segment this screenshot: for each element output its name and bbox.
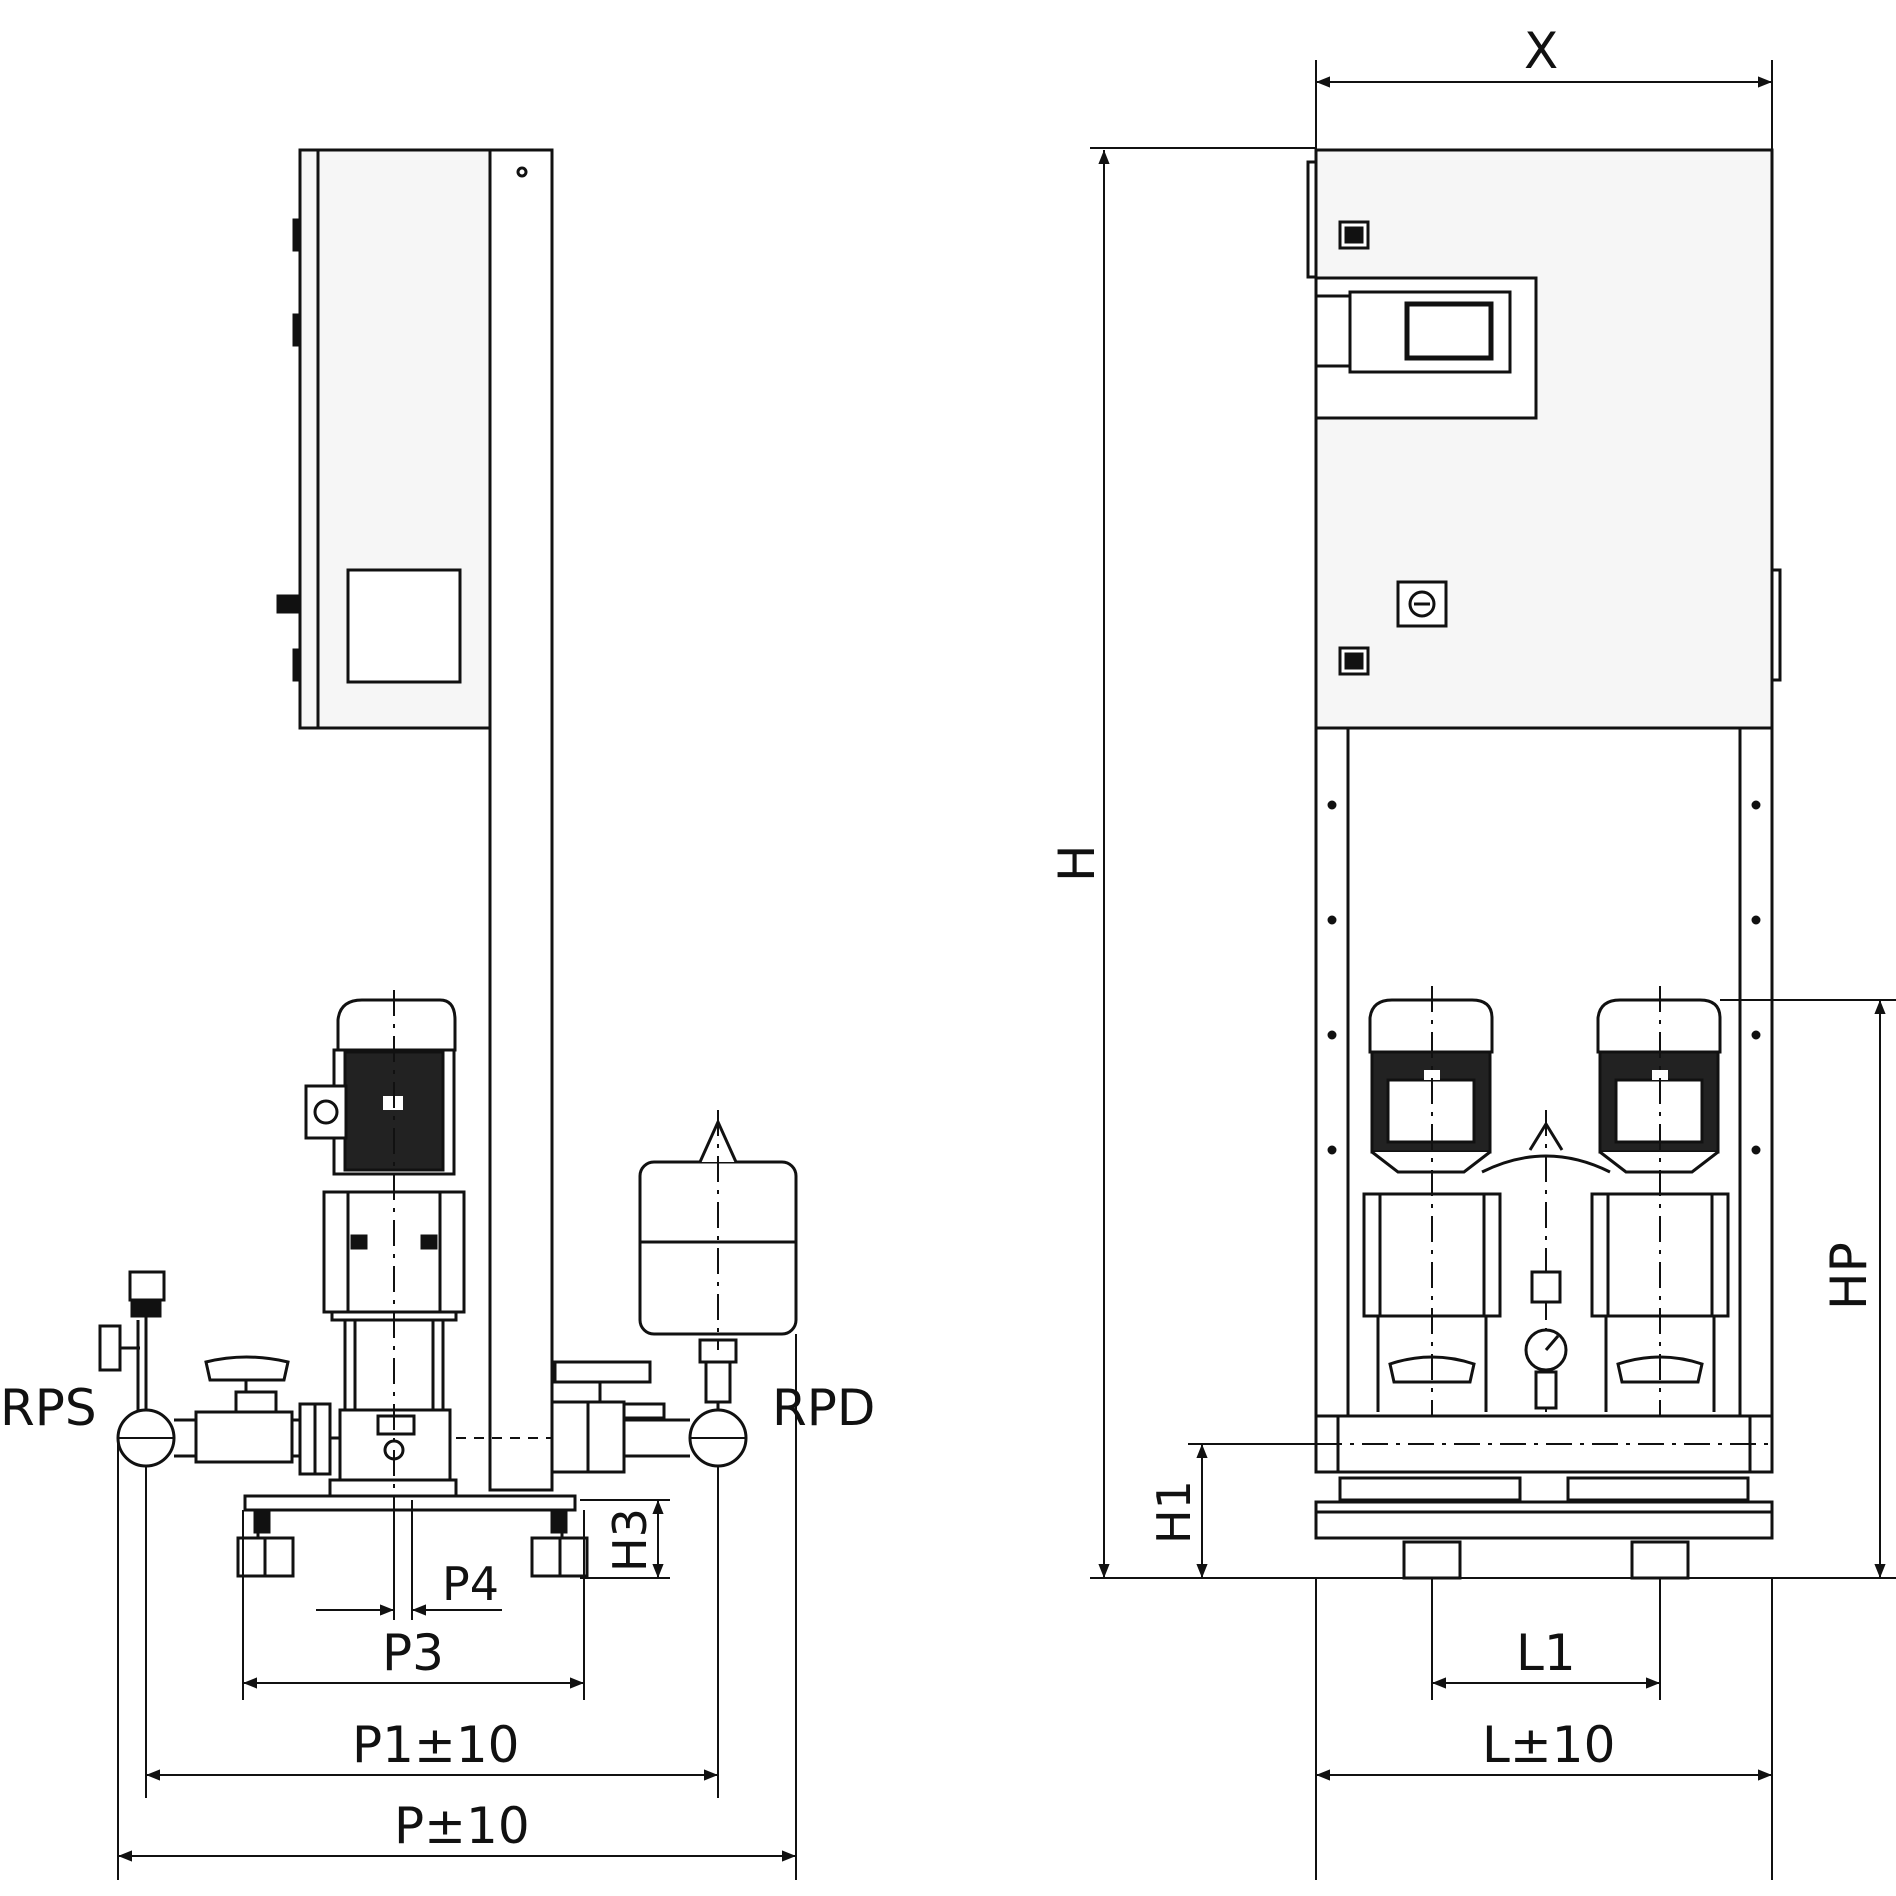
label-x: X xyxy=(1524,22,1558,80)
side-dimensions xyxy=(117,1334,797,1880)
side-pump xyxy=(304,990,466,1500)
label-h3: H3 xyxy=(603,1508,657,1572)
label-p3: P3 xyxy=(382,1624,444,1682)
front-view xyxy=(1090,60,1896,1880)
front-dimensions xyxy=(1090,60,1896,1880)
label-hp: HP xyxy=(1820,1242,1878,1310)
side-suction-pipework xyxy=(98,1270,340,1476)
front-vessel-and-gauge xyxy=(1481,1110,1611,1420)
label-p4: P4 xyxy=(442,1557,499,1611)
side-control-cabinet xyxy=(276,148,492,730)
side-view xyxy=(98,148,798,1880)
label-rps: RPS xyxy=(0,1379,97,1437)
label-h: H xyxy=(1048,844,1106,882)
label-l: L±10 xyxy=(1482,1716,1615,1774)
label-p: P±10 xyxy=(394,1797,530,1855)
front-manifold-and-base xyxy=(1314,1414,1774,1580)
side-base-frame xyxy=(236,1494,589,1578)
label-p1: P1±10 xyxy=(352,1716,519,1774)
label-rpd: RPD xyxy=(772,1379,875,1437)
label-l1: L1 xyxy=(1516,1624,1576,1682)
side-discharge-pipework xyxy=(456,1110,798,1474)
front-pump-1 xyxy=(1362,986,1502,1420)
front-control-cabinet xyxy=(1306,148,1782,730)
label-h1: H1 xyxy=(1147,1480,1201,1544)
side-rack-column xyxy=(488,148,554,1492)
front-pump-2 xyxy=(1590,986,1730,1420)
